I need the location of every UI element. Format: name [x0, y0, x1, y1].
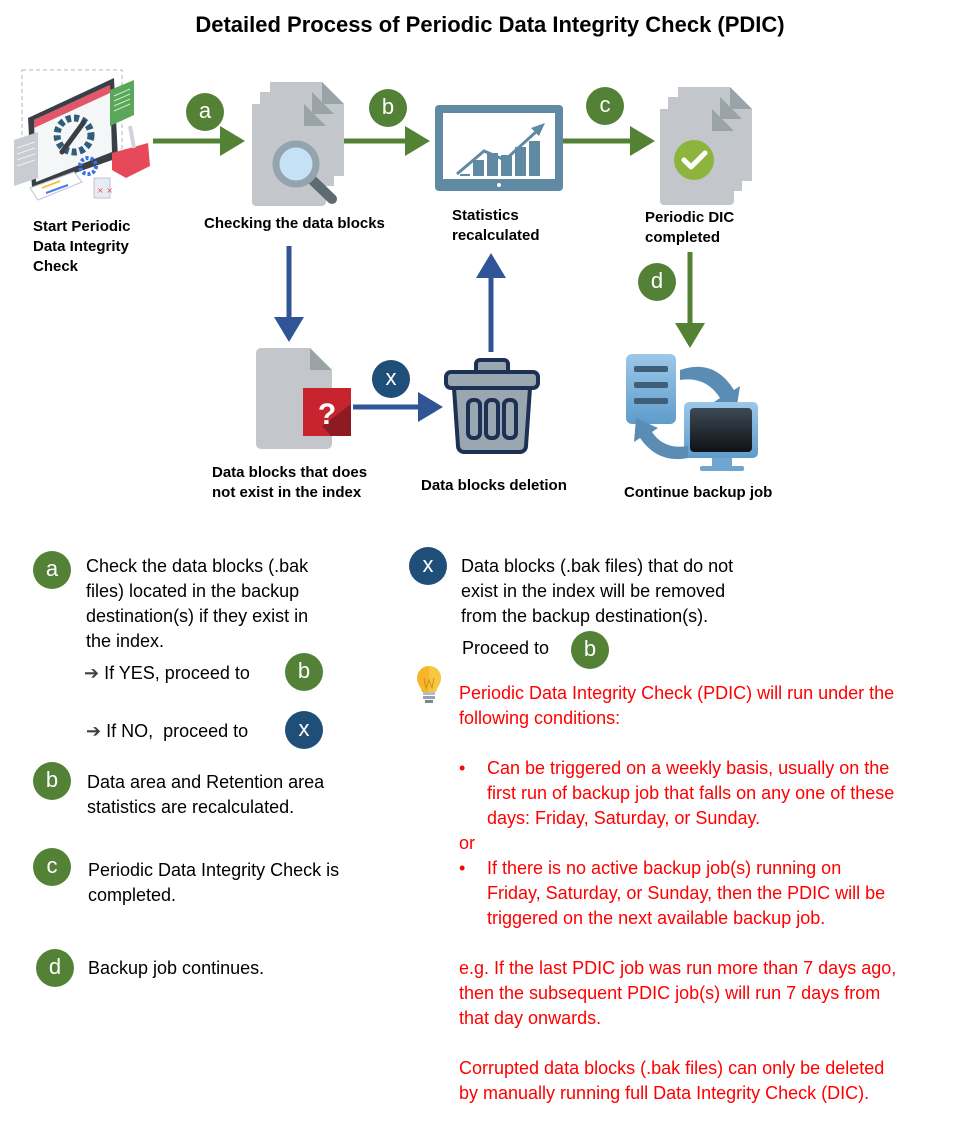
- text-line: e.g. If the last PDIC job was run more t…: [459, 958, 897, 978]
- text-line: by manually running full Data Integrity …: [459, 1083, 870, 1103]
- documents-search-icon: [252, 82, 344, 206]
- node-deletion-label: Data blocks deletion: [421, 477, 567, 494]
- note-bullet-2: • If there is no active backup job(s) ru…: [459, 856, 969, 931]
- label-line: not exist in the index: [212, 484, 362, 501]
- label-line: Check: [33, 258, 79, 275]
- server-sync-icon: [626, 354, 758, 471]
- page-title: Detailed Process of Periodic Data Integr…: [195, 12, 785, 37]
- label-line: Start Periodic: [33, 218, 131, 235]
- note-or: or: [459, 833, 476, 853]
- no-text: If NO, proceed to: [106, 721, 249, 741]
- text-line: Can be triggered on a weekly basis, usua…: [487, 758, 890, 778]
- text-line: the index.: [86, 631, 165, 651]
- text-line: completed.: [88, 885, 177, 905]
- text-line: that day onwards.: [459, 1008, 602, 1028]
- text-line: Corrupted data blocks (.bak files) can o…: [459, 1058, 885, 1078]
- node-continue-label: Continue backup job: [624, 484, 773, 501]
- node-completed-label: Periodic DIC completed: [645, 208, 734, 248]
- legend-d-text: Backup job continues.: [88, 956, 264, 981]
- legend-c-text: Periodic Data Integrity Check is complet…: [88, 858, 339, 908]
- legend-badge-a: a: [33, 551, 71, 589]
- text-line: Check the data blocks (.bak: [86, 556, 309, 576]
- text-line: files) located in the backup: [86, 581, 300, 601]
- arrow-right-icon: ➔: [86, 721, 102, 741]
- yes-text: If YES, proceed to: [104, 663, 250, 683]
- legend-a-text: Check the data blocks (.bak files) locat…: [86, 554, 308, 654]
- text-line: Backup job continues.: [88, 958, 265, 978]
- legend-badge-b: b: [33, 762, 71, 800]
- bullet-marker: •: [459, 758, 466, 778]
- text-line: Periodic Data Integrity Check (PDIC) wil…: [459, 683, 895, 703]
- legend-x-proceed: Proceed to: [462, 638, 550, 658]
- step-badge-x: x: [372, 360, 410, 398]
- arrow-right-icon: ➔: [84, 663, 100, 683]
- text-line: first run of backup job that falls on an…: [487, 783, 895, 803]
- legend-b-text: Data area and Retention area statistics …: [87, 770, 324, 820]
- text-line: exist in the index will be removed: [461, 581, 726, 601]
- text-line: from the backup destination(s).: [461, 606, 709, 626]
- label-line: Data Integrity: [33, 238, 129, 255]
- text-line: destination(s) if they exist in: [86, 606, 309, 626]
- text-line: Data blocks (.bak files) that do not: [461, 556, 734, 576]
- text-line: days: Friday, Saturday, or Sunday.: [487, 808, 761, 828]
- node-missing-label: Data blocks that does not exist in the i…: [212, 463, 367, 503]
- legend-a-no: ➔ If NO, proceed to: [86, 719, 248, 744]
- step-badge-a: a: [186, 93, 224, 131]
- node-checking-label: Checking the data blocks: [204, 215, 385, 232]
- documents-check-icon: [660, 87, 752, 205]
- legend-a-no-badge: x: [285, 711, 323, 749]
- document-question-icon: ?: [256, 348, 351, 449]
- label-line: Data blocks that does: [212, 464, 368, 481]
- note-corrupted: Corrupted data blocks (.bak files) can o…: [459, 1056, 884, 1106]
- svg-text:?: ?: [318, 398, 336, 431]
- text-line: triggered on the next available backup j…: [487, 908, 826, 928]
- chart-monitor-icon: [435, 105, 563, 191]
- legend-a-yes: ➔ If YES, proceed to: [84, 661, 250, 686]
- maintenance-screen-icon: × ×: [14, 69, 150, 201]
- text-line: Data area and Retention area: [87, 772, 325, 792]
- text-line: statistics are recalculated.: [87, 797, 295, 817]
- legend-badge-c: c: [33, 848, 71, 886]
- text-line: following conditions:: [459, 708, 621, 728]
- flow-arrows: [153, 126, 705, 422]
- svg-text:× ×: × ×: [97, 186, 113, 195]
- text-line: Periodic Data Integrity Check is: [88, 860, 340, 880]
- note-example: e.g. If the last PDIC job was run more t…: [459, 956, 896, 1031]
- lightbulb-icon: [417, 666, 441, 703]
- legend-x-proceed-badge: b: [571, 631, 609, 669]
- text-line: If there is no active backup job(s) runn…: [487, 858, 842, 878]
- label-line: recalculated: [452, 227, 540, 244]
- legend-a-yes-badge: b: [285, 653, 323, 691]
- note-bullet-1: • Can be triggered on a weekly basis, us…: [459, 756, 969, 831]
- text-line: Friday, Saturday, or Sunday, then the PD…: [487, 883, 886, 903]
- step-badge-b: b: [369, 89, 407, 127]
- legend-x-text: Data blocks (.bak files) that do not exi…: [461, 554, 733, 629]
- bullet-marker: •: [459, 858, 466, 878]
- node-statistics-label: Statistics recalculated: [452, 206, 540, 246]
- label-line: Periodic DIC: [645, 209, 735, 226]
- trash-icon: [444, 358, 540, 454]
- label-line: Statistics: [452, 207, 519, 224]
- legend-badge-d: d: [36, 949, 74, 987]
- step-badge-d: d: [638, 263, 676, 301]
- step-badge-c: c: [586, 87, 624, 125]
- text-line: then the subsequent PDIC job(s) will run…: [459, 983, 881, 1003]
- node-start-label: Start Periodic Data Integrity Check: [33, 217, 131, 277]
- note-intro: Periodic Data Integrity Check (PDIC) wil…: [459, 681, 894, 731]
- legend-badge-x: x: [409, 547, 447, 585]
- label-line: completed: [645, 229, 721, 246]
